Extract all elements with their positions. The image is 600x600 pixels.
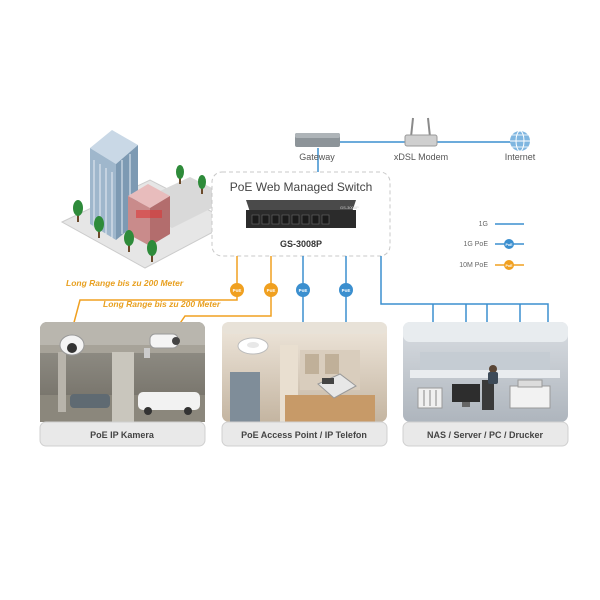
switch-panel-label: GS-3008P [340, 205, 359, 210]
poe-badge-icon [504, 239, 514, 249]
panel-caption-camera: PoE IP Kamera [90, 430, 155, 440]
nas-icon [417, 387, 443, 409]
legend-label-1g-poe: 1G PoE [463, 241, 488, 248]
modem-label: xDSL Modem [394, 152, 448, 162]
poe-badge-icon [504, 260, 514, 270]
modem-icon [404, 117, 438, 147]
poe-badge-label: PoE [267, 288, 276, 293]
panel-caption-nas: NAS / Server / PC / Drucker [427, 430, 544, 440]
internet-label: Internet [505, 152, 536, 162]
building-illustration [60, 130, 234, 269]
bullet-camera-icon [144, 333, 180, 358]
legend: 1G 1G PoE PoE 10M PoE PoE [459, 221, 524, 270]
panel-access-point [221, 322, 388, 447]
switch-model: GS-3008P [280, 239, 322, 249]
poe-badge-label: PoE [299, 288, 308, 293]
legend-badge-10m-poe: PoE [506, 264, 514, 268]
access-point-icon [237, 337, 269, 355]
server-icon [482, 380, 494, 410]
legend-label-10m-poe: 10M PoE [459, 262, 488, 269]
panel-nas-server [402, 322, 569, 447]
long-range-label-2: Long Range bis zu 200 Meter [103, 299, 221, 309]
legend-label-1g: 1G [479, 221, 488, 228]
dome-camera-icon [59, 334, 85, 356]
switch-title: PoE Web Managed Switch [230, 180, 373, 194]
monitor-icon [452, 384, 480, 407]
ip-phone-icon [317, 373, 357, 399]
internet-globe-icon [510, 130, 530, 152]
switch-device: GS-3008P [246, 200, 359, 228]
poe-badge-icon [230, 283, 353, 297]
tree-icon [73, 165, 206, 262]
gateway-label: Gateway [299, 152, 335, 162]
poe-badge-label: PoE [233, 288, 242, 293]
poe-badge-label: PoE [342, 288, 351, 293]
gateway-icon [295, 133, 340, 147]
printer-icon [509, 379, 551, 409]
panel-caption-access-point: PoE Access Point / IP Telefon [241, 430, 367, 440]
person-icon [488, 365, 498, 384]
long-range-label-1: Long Range bis zu 200 Meter [66, 278, 184, 288]
legend-badge-1g-poe: PoE [506, 243, 514, 247]
panel-ip-camera [39, 322, 206, 447]
